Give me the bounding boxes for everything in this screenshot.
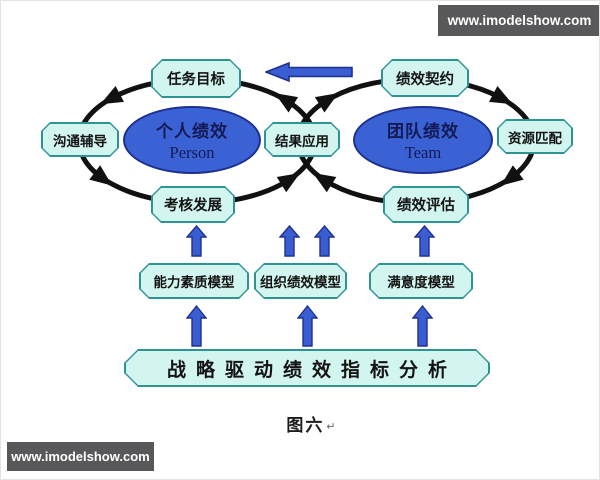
person-performance-label: 个人绩效 xyxy=(156,122,228,141)
up-arrow-icon xyxy=(297,305,318,347)
node-satisfaction-model: 满意度模型 xyxy=(369,263,473,299)
person-performance-ellipse: 个人绩效 Person xyxy=(123,106,261,174)
return-mark-icon: ↵ xyxy=(326,420,336,433)
node-assessment-development: 考核发展 xyxy=(151,186,235,223)
team-performance-sublabel: Team xyxy=(404,143,442,162)
node-fill xyxy=(153,61,239,96)
left-flow-arrow-icon xyxy=(265,62,353,82)
node-result-application: 结果应用 xyxy=(264,122,340,157)
team-performance-label: 团队绩效 xyxy=(387,122,459,141)
up-arrow-icon xyxy=(186,225,207,257)
node-resource-matching: 资源匹配 xyxy=(497,119,573,154)
arrowhead-icon xyxy=(312,172,337,193)
node-communication-coaching: 沟通辅导 xyxy=(41,122,119,157)
node-performance-contract: 绩效契约 xyxy=(381,59,469,97)
up-arrow-icon xyxy=(414,225,435,257)
node-performance-evaluation-label: 绩效评估 xyxy=(397,198,455,214)
node-task-goal-label: 任务目标 xyxy=(167,72,225,88)
node-fill xyxy=(141,265,247,297)
team-performance-ellipse: 团队绩效 Team xyxy=(353,106,493,174)
watermark-top: www.imodelshow.com xyxy=(438,5,599,36)
arrowhead-icon xyxy=(314,93,339,113)
arrowhead-icon xyxy=(500,165,524,186)
node-fill xyxy=(266,124,338,155)
node-fill xyxy=(499,121,571,152)
node-performance-contract-label: 绩效契约 xyxy=(396,71,454,88)
node-fill xyxy=(256,265,345,297)
node-communication-coaching-label: 沟通辅导 xyxy=(53,133,107,149)
up-arrow-icon xyxy=(186,305,207,347)
person-performance-sublabel: Person xyxy=(169,143,215,162)
node-strategy-analysis: 战略驱动绩效指标分析 xyxy=(124,349,490,387)
node-fill xyxy=(383,61,467,95)
node-fill xyxy=(43,124,117,155)
node-organization-performance-model-label: 组织绩效模型 xyxy=(260,275,341,290)
up-arrow-icon xyxy=(314,225,335,257)
figure-caption-text: 图六 xyxy=(286,415,325,435)
watermark-bottom-text: www.imodelshow.com xyxy=(11,449,150,464)
node-fill xyxy=(126,351,488,385)
node-organization-performance-model: 组织绩效模型 xyxy=(254,263,347,299)
node-fill xyxy=(385,188,467,221)
node-assessment-development-label: 考核发展 xyxy=(164,198,222,214)
arrowhead-icon xyxy=(276,172,301,193)
node-fill xyxy=(371,265,471,297)
up-arrow-icon xyxy=(279,225,300,257)
loop-arrowheads xyxy=(89,85,524,193)
up-arrow-icon xyxy=(412,305,433,347)
node-task-goal: 任务目标 xyxy=(151,59,241,98)
node-satisfaction-model-label: 满意度模型 xyxy=(387,275,455,290)
arrowhead-icon xyxy=(100,85,125,105)
node-competency-model: 能力素质模型 xyxy=(139,263,249,299)
node-result-application-label: 结果应用 xyxy=(275,133,329,149)
arrowhead-icon xyxy=(488,85,513,105)
watermark-top-text: www.imodelshow.com xyxy=(447,13,592,28)
arrowhead-icon xyxy=(274,93,299,113)
node-strategy-analysis-label: 战略驱动绩效指标分析 xyxy=(166,359,457,381)
arrowhead-icon xyxy=(89,165,113,186)
node-competency-model-label: 能力素质模型 xyxy=(153,275,235,290)
figure-caption: 图六 ↵ xyxy=(241,409,381,437)
node-performance-evaluation: 绩效评估 xyxy=(383,186,469,223)
node-resource-matching-label: 资源匹配 xyxy=(508,130,562,146)
watermark-bottom: www.imodelshow.com xyxy=(7,442,154,471)
node-fill xyxy=(153,188,233,221)
